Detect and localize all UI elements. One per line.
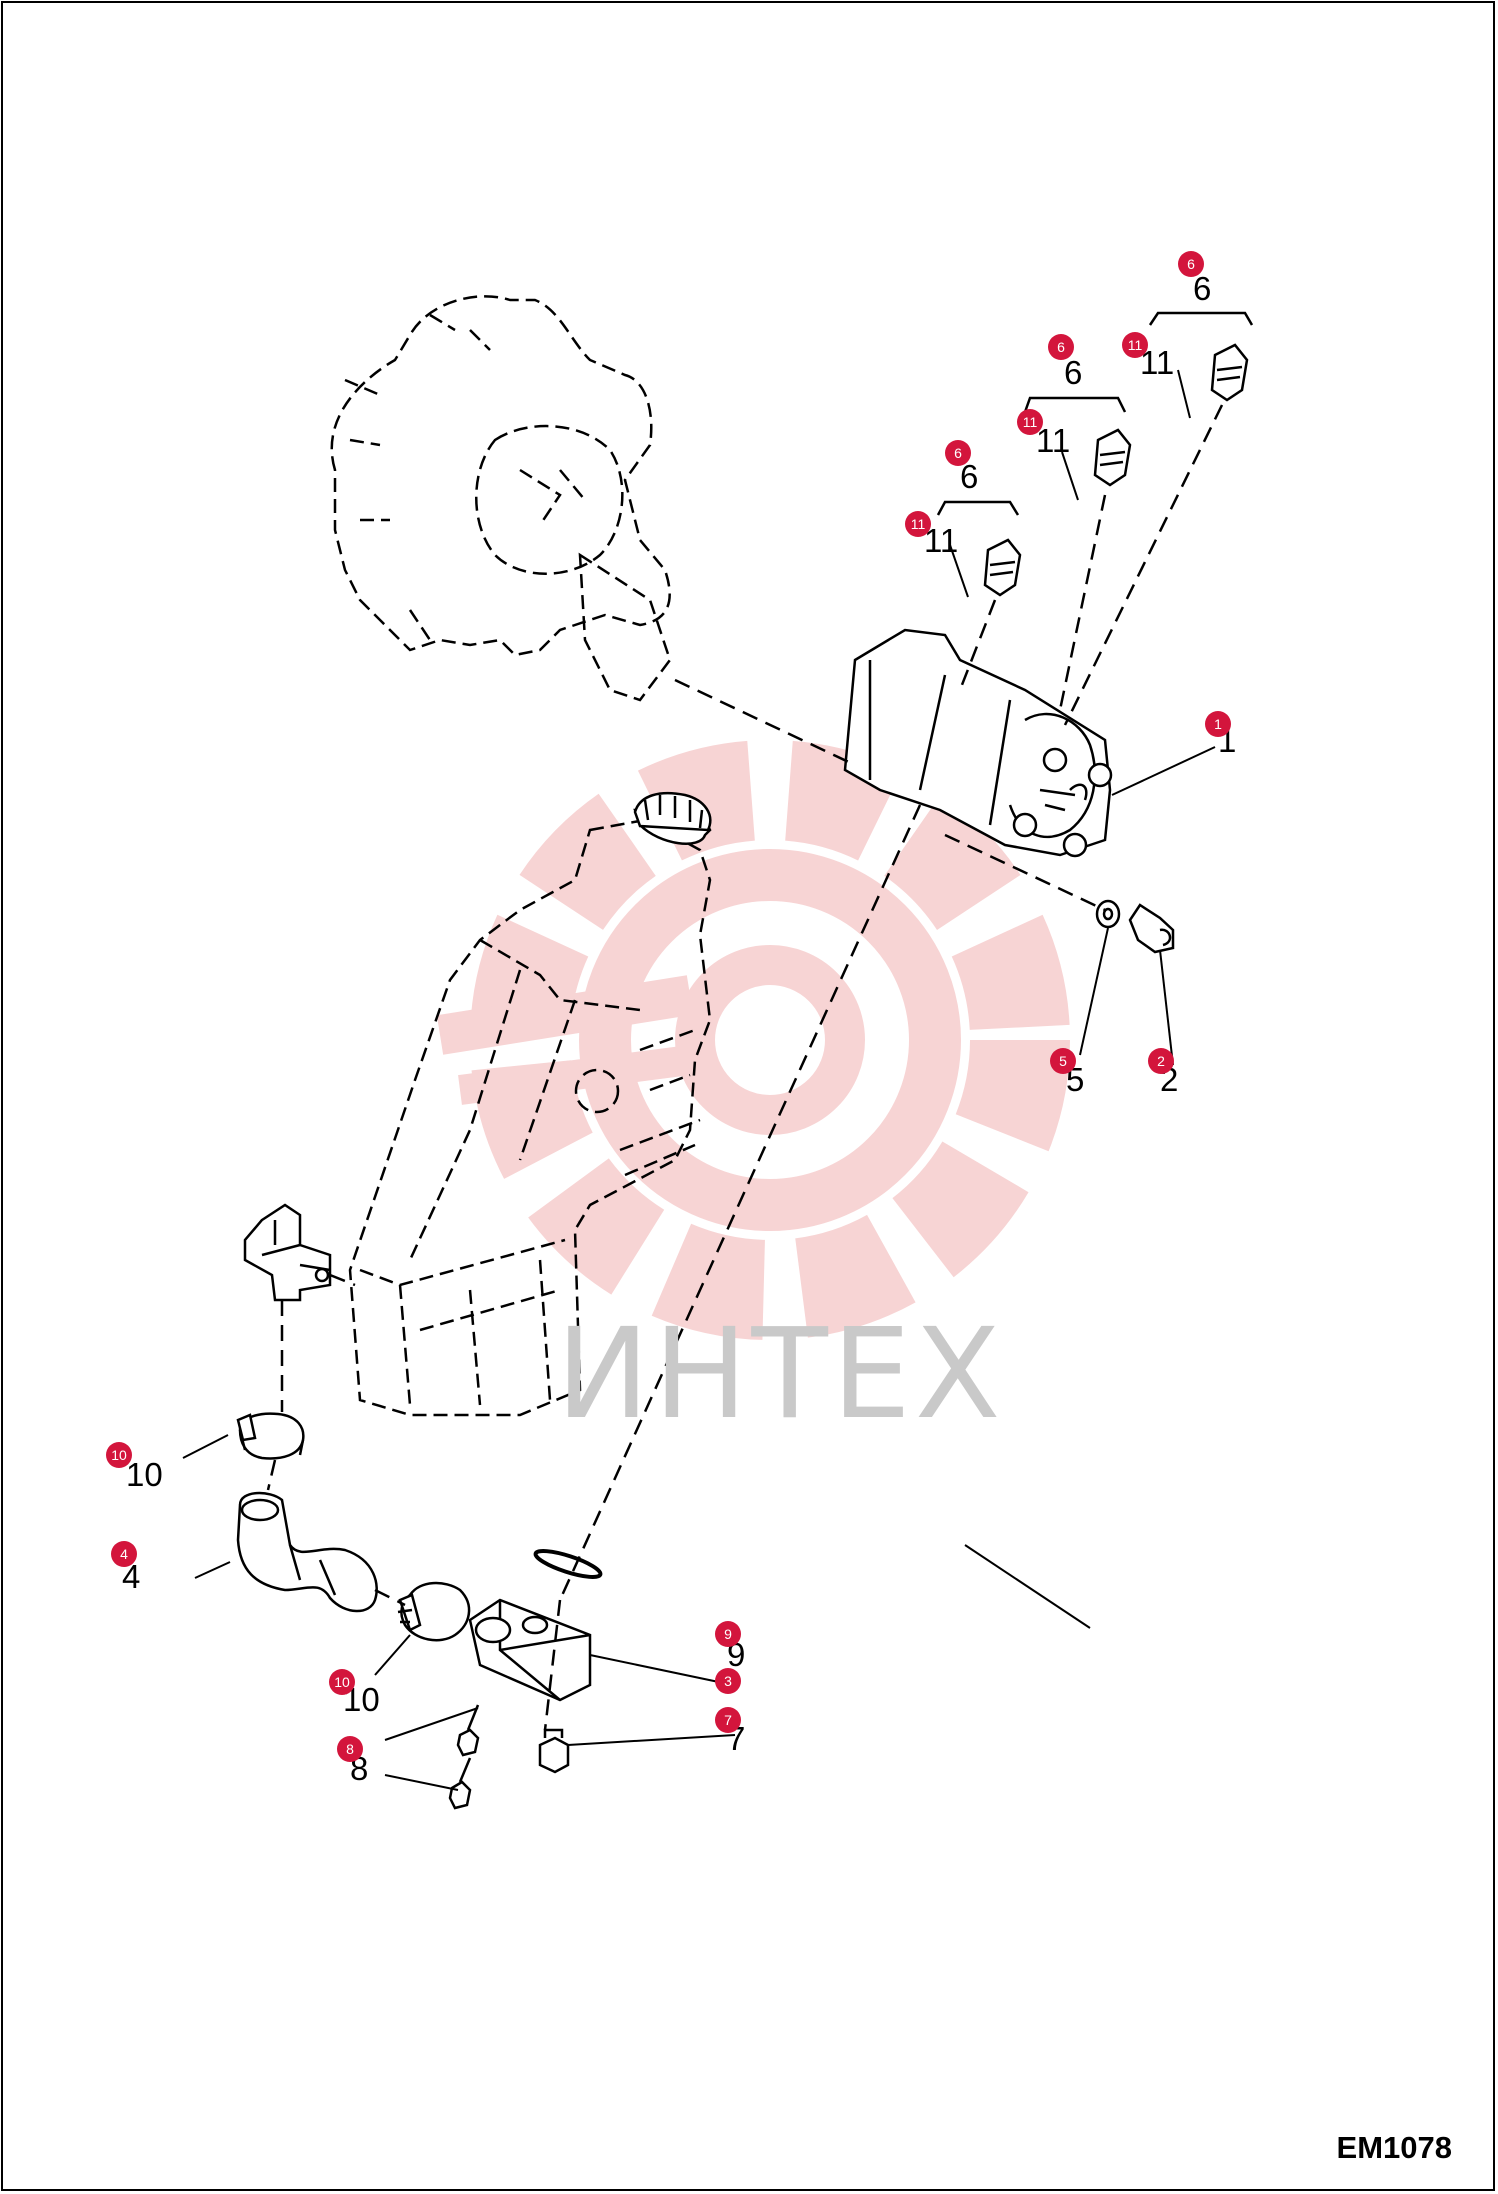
watermark-text: ИНТЕХ (556, 1302, 1005, 1447)
callout-8[interactable]: 8 (337, 1736, 363, 1762)
ghost-label: 11 (1036, 422, 1071, 459)
assembly-lines (266, 404, 1224, 1731)
callout-9[interactable]: 9 (715, 1621, 741, 1647)
callout-4[interactable]: 4 (111, 1541, 137, 1567)
callout-6-a[interactable]: 6 (945, 440, 971, 466)
callout-2[interactable]: 2 (1148, 1048, 1174, 1074)
plug (538, 1728, 570, 1774)
callout-11-a[interactable]: 11 (905, 511, 931, 537)
ghost-label: 10 (126, 1456, 163, 1493)
watermark-gear (436, 740, 1070, 1340)
callout-6-c[interactable]: 6 (1178, 251, 1204, 277)
hose-clamp-upper (236, 1412, 305, 1460)
ghost-label: 6 (1193, 270, 1212, 307)
tee-fitting (243, 1203, 332, 1302)
callout-3[interactable]: 3 (715, 1668, 741, 1694)
callout-11-c[interactable]: 11 (1122, 332, 1148, 358)
o-ring (533, 1549, 603, 1579)
callout-10-lower[interactable]: 10 (329, 1669, 355, 1695)
callout-11-b[interactable]: 11 (1017, 409, 1043, 435)
brackets (936, 311, 1254, 516)
callout-1[interactable]: 1 (1205, 711, 1231, 737)
adapter-fittings (983, 343, 1249, 597)
drawing-id: EM1078 (1336, 2130, 1452, 2165)
engine-housing (330, 295, 672, 702)
callout-10-upper[interactable]: 10 (106, 1442, 132, 1468)
leader-lines (182, 369, 1216, 1791)
filler-cap (633, 791, 712, 845)
hose (236, 1491, 378, 1613)
callout-6-b[interactable]: 6 (1048, 334, 1074, 360)
fluid-reservoir (348, 818, 712, 1417)
ghost-label: 4 (122, 1558, 141, 1595)
bolt-and-washer (1095, 899, 1175, 954)
bolts (448, 1704, 480, 1810)
callout-5[interactable]: 5 (1050, 1048, 1076, 1074)
callout-7[interactable]: 7 (715, 1707, 741, 1733)
hose-clamp-lower (397, 1581, 471, 1642)
ghost-label: 6 (1064, 354, 1083, 391)
hydraulic-pump (843, 628, 1113, 858)
ghost-label: 6 (960, 458, 979, 495)
filter-adapter (468, 1598, 592, 1702)
